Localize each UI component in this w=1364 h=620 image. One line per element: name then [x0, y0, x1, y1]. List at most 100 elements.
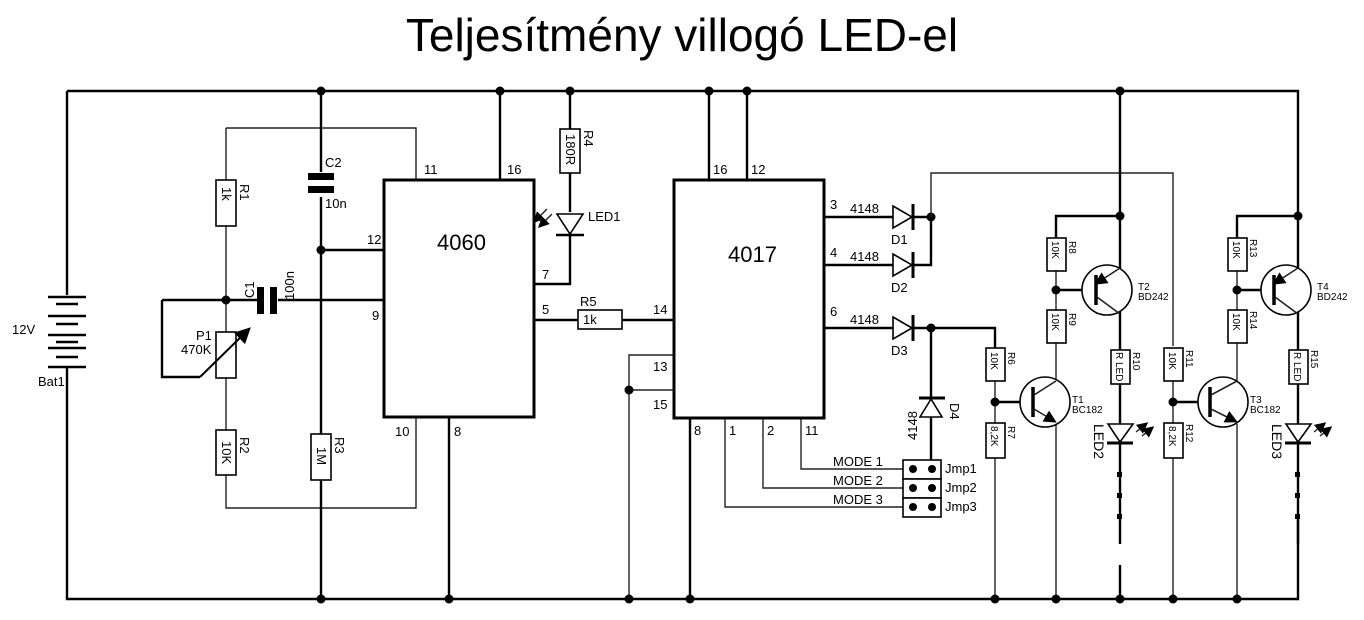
r1-ref: R1: [237, 184, 252, 201]
ic-4060: 4060 11 16 12 9 7 5 10 8: [367, 162, 549, 439]
pin-label: 16: [713, 162, 727, 177]
t1-ref: T1: [1072, 395, 1084, 406]
p1-value: 470K: [181, 342, 212, 357]
jmp3-mode: MODE 3: [833, 492, 883, 507]
junction: [316, 86, 326, 96]
r9-value: 10K: [1049, 313, 1060, 331]
r4-value: 180R: [563, 134, 578, 165]
r14-ref: R14: [1247, 311, 1258, 330]
resistor-r4: 180R R4: [559, 91, 596, 212]
pin-label: 12: [367, 232, 381, 247]
d2-value: 4148: [850, 249, 879, 264]
d4-ref: D4: [947, 403, 962, 420]
junction: [316, 245, 326, 255]
r2-value: 10K: [219, 441, 234, 464]
oscillator-wires: [160, 91, 502, 599]
diode-d1: 4148 D1: [824, 201, 931, 247]
r7-ref: R7: [1005, 426, 1016, 439]
diode-d3: 4148 D3: [824, 312, 997, 358]
battery-ref: Bat1: [38, 374, 65, 389]
r15-ref: R15: [1308, 350, 1319, 369]
resistor-r13: 10K R13: [1227, 237, 1258, 272]
d1-value: 4148: [850, 201, 879, 216]
pin-label: 7: [542, 267, 549, 282]
pin-label: 1: [729, 423, 736, 438]
jmp1-ref: Jmp1: [945, 461, 977, 476]
r8-value: 10K: [1049, 241, 1060, 259]
t1-type: BC182: [1072, 405, 1103, 416]
vcc-rail: [65, 89, 1300, 295]
r5-value: 1k: [583, 312, 597, 327]
potentiometer-p1: P1 470K: [181, 327, 251, 379]
d4-value: 4148: [905, 411, 920, 440]
junction: [624, 385, 634, 395]
junction: [990, 397, 1000, 407]
pin-label: 4: [830, 245, 837, 260]
r11-value: 10K: [1166, 352, 1177, 370]
ic-4060-label: 4060: [437, 230, 486, 255]
resistor-r15: R LED R15: [1288, 349, 1319, 385]
jmp1-mode: MODE 1: [833, 454, 883, 469]
r11-ref: R11: [1183, 350, 1194, 368]
r6-ref: R6: [1005, 352, 1016, 365]
driver-stage-1-wires: [994, 91, 1122, 599]
t3-type: BC182: [1250, 405, 1281, 416]
c1-value: 100n: [282, 271, 297, 300]
transistor-t2: T2 BD242: [1081, 264, 1169, 316]
led-led2: LED2: [1091, 422, 1155, 519]
junction: [704, 86, 714, 96]
pin-label: 8: [694, 423, 701, 438]
pin-label: 11: [424, 162, 438, 177]
diagram-title: Teljesítmény villogó LED-el: [405, 9, 959, 61]
r14-value: 10K: [1230, 313, 1241, 331]
junction: [1115, 211, 1125, 221]
diode-d4: 4148 D4: [905, 328, 962, 508]
junction: [1168, 397, 1178, 407]
junction: [444, 594, 454, 604]
transistor-t4: T4 BD242: [1260, 264, 1348, 316]
r12-ref: R12: [1183, 424, 1194, 443]
transistor-t1: T1 BC182: [1019, 376, 1103, 428]
jmp2-mode: MODE 2: [833, 473, 883, 488]
junction: [624, 594, 634, 604]
ic-4017: 4017 16 12 14 13 15 3 4 6 8 1 2 11: [653, 162, 837, 438]
battery-bat1: 12V Bat1: [12, 295, 86, 389]
jumper-jmp3[interactable]: MODE 3 Jmp3: [833, 492, 977, 514]
junction: [1232, 285, 1242, 295]
resistor-r12: 8,2K R12: [1163, 422, 1194, 459]
junction: [1293, 211, 1303, 221]
r7-value: 8,2K: [988, 426, 999, 447]
junction: [1051, 594, 1061, 604]
pin-label: 2: [767, 423, 774, 438]
r13-value: 10K: [1230, 241, 1241, 259]
p1-ref: P1: [196, 328, 212, 343]
r10-ref: R10: [1130, 352, 1141, 371]
t4-ref: T4: [1317, 282, 1329, 293]
r3-value: 1M: [314, 447, 329, 465]
led2-label: LED2: [1091, 424, 1107, 459]
counter-wires: [628, 91, 905, 599]
c2-ref: C2: [325, 155, 342, 170]
r1-value: 1k: [219, 187, 234, 201]
c1-ref: C1: [242, 281, 257, 298]
r8-ref: R8: [1066, 241, 1077, 254]
wire-to-r11: [930, 172, 1174, 346]
capacitor-c1: C1 100n: [242, 271, 297, 314]
resistor-r6: 10K R6: [985, 347, 1016, 382]
resistor-r2: 10K R2: [215, 429, 252, 476]
jumper-jmp1[interactable]: MODE 1 Jmp1: [833, 454, 977, 476]
diode-d2: 4148 D2: [824, 217, 933, 295]
pin-label: 9: [372, 308, 379, 323]
jumper-jmp2[interactable]: MODE 2 Jmp2: [833, 473, 977, 495]
junction: [316, 594, 326, 604]
led-led3: LED3: [1269, 422, 1333, 519]
r12-value: 8,2K: [1166, 426, 1177, 447]
d2-ref: D2: [891, 280, 908, 295]
t2-ref: T2: [1138, 282, 1150, 293]
gnd-rail: [65, 367, 1300, 601]
t3-ref: T3: [1250, 395, 1262, 406]
resistor-r1: 1k R1: [215, 179, 252, 227]
battery-voltage: 12V: [12, 322, 35, 337]
transistor-t3: T3 BC182: [1197, 376, 1281, 428]
